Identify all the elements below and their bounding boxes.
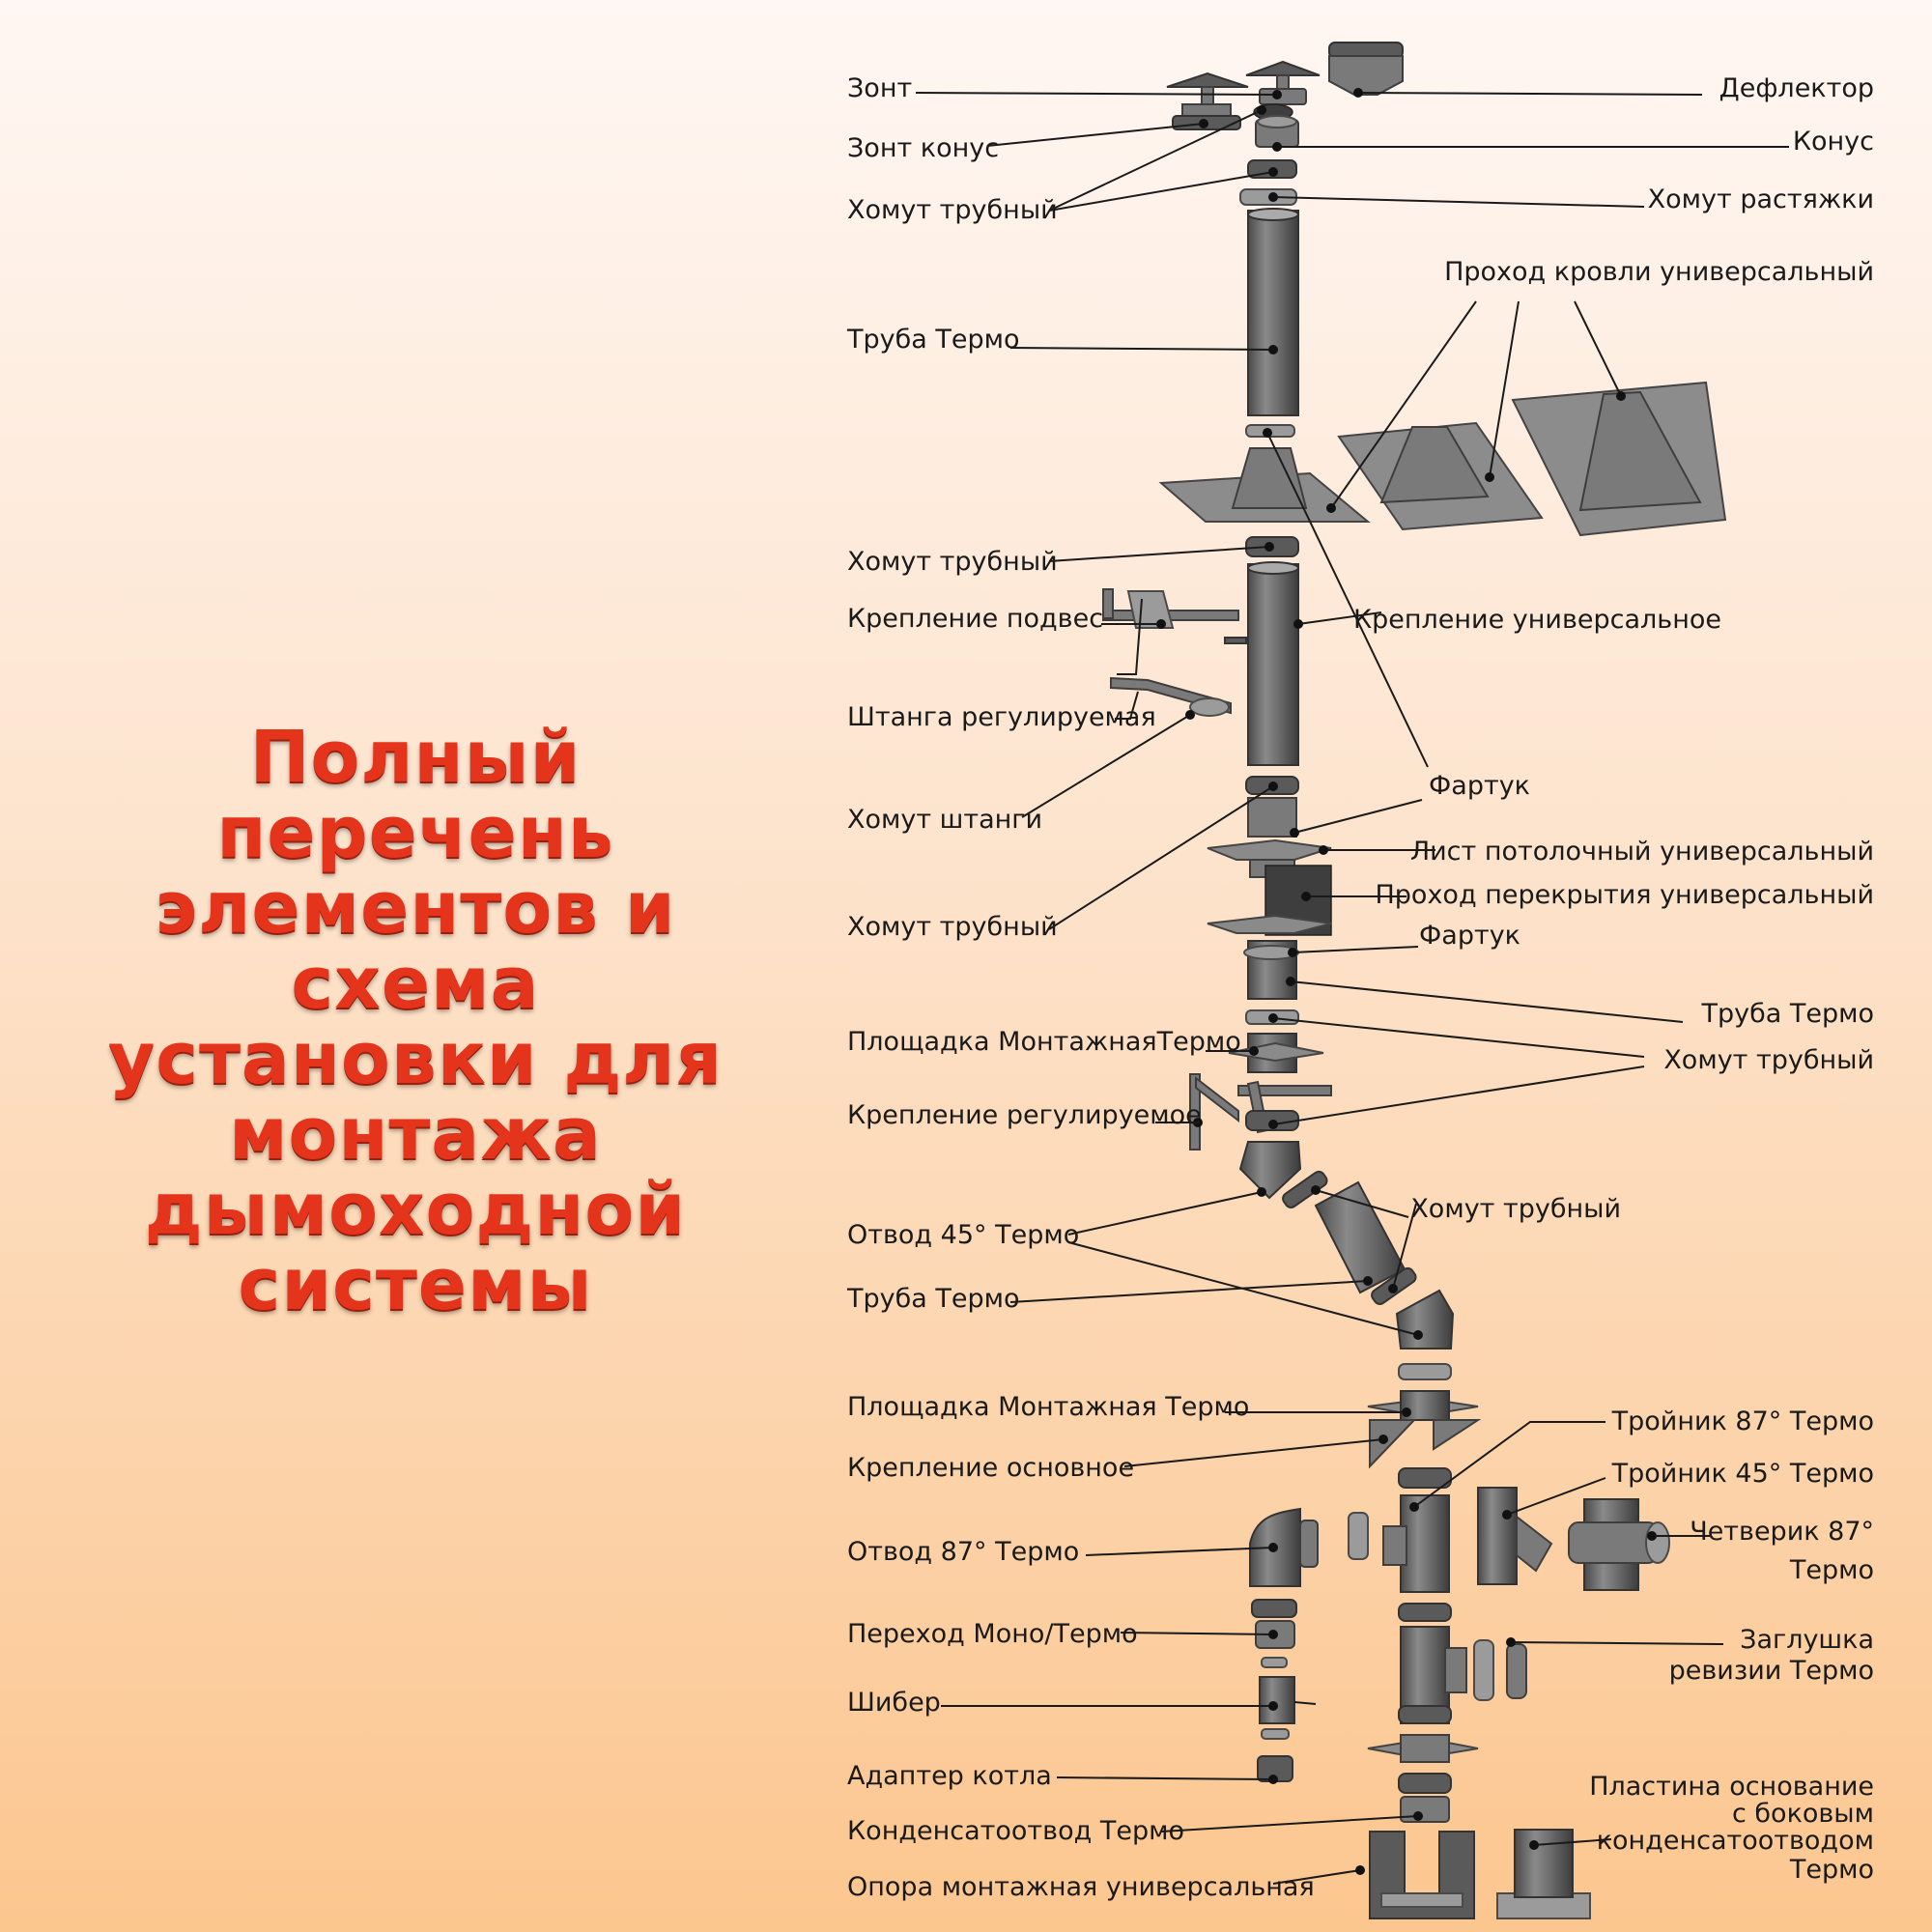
label-homut-trubny-right-2: Хомут трубный <box>1410 1194 1621 1224</box>
prohod-perekrytiya-part <box>1207 865 1332 936</box>
label-perehod: Переход Моно/Термо <box>847 1619 1138 1649</box>
label-zont: Зонт <box>847 73 912 103</box>
label-troynik87: Тройник 87° Термо <box>1611 1406 1874 1436</box>
label-homut-trubny-3: Хомут трубный <box>847 912 1058 942</box>
label-zont-konus: Зонт конус <box>847 133 999 163</box>
label-zaglushka-1: Заглушка <box>1740 1625 1874 1655</box>
label-truba-termo-right: Труба Термо <box>1700 999 1874 1029</box>
label-prohod-perekr: Проход перекрытия универсальный <box>1375 880 1874 910</box>
label-ploshadka-1: Площадка МонтажнаяТермо <box>847 1027 1241 1057</box>
deflektor-part <box>1328 42 1404 96</box>
labels-right: Дефлектор Конус Хомут растяжки Проход кр… <box>1353 73 1874 1885</box>
label-deflektor: Дефлектор <box>1719 73 1874 103</box>
label-adapter: Адаптер котла <box>847 1761 1052 1791</box>
chetverik-part <box>1568 1498 1670 1591</box>
prohod-krovli-3 <box>1511 381 1727 537</box>
title-line-4: монтажа <box>229 1093 602 1176</box>
label-shiber: Шибер <box>847 1688 941 1718</box>
title-line-3: установки для <box>107 1017 724 1100</box>
label-konus: Конус <box>1793 127 1874 156</box>
opora-part <box>1369 1831 1475 1919</box>
shtanga-part <box>1110 676 1232 717</box>
label-truba-termo-1: Труба Термо <box>846 325 1020 355</box>
page-title: Полный перечень элементов и схема устано… <box>39 720 792 1322</box>
labels-left: Зонт Зонт конус Хомут трубный Труба Терм… <box>846 73 1315 1902</box>
label-homut-trubny-1: Хомут трубный <box>847 195 1058 225</box>
prohod-krovli-2 <box>1337 421 1544 531</box>
label-fartuk-2: Фартук <box>1419 921 1520 951</box>
label-otvod45: Отвод 45° Термо <box>847 1220 1079 1250</box>
label-opora: Опора монтажная универсальная <box>847 1872 1315 1902</box>
krepl-podves-part <box>1102 588 1247 644</box>
label-krepl-reg: Крепление регулируемое <box>847 1100 1202 1130</box>
otvod45-upper <box>1238 1141 1302 1200</box>
krepl-reg-part <box>1189 1073 1332 1151</box>
label-list-potol: Лист потолочный универсальный <box>1410 837 1874 867</box>
title-line-5: дымоходной <box>144 1168 687 1251</box>
title-line-1: Полный перечень <box>216 716 614 874</box>
label-fartuk-1: Фартук <box>1429 771 1530 801</box>
label-troynik45: Тройник 45° Термо <box>1611 1459 1874 1489</box>
label-plastina-2: с боковым <box>1732 1799 1874 1829</box>
title-line-2: элементов и схема <box>155 867 676 1025</box>
truba-termo-diagonal <box>1314 1180 1406 1294</box>
label-homut-trubny-right-1: Хомут трубный <box>1663 1045 1874 1075</box>
label-plastina-4: Термо <box>1789 1855 1874 1885</box>
label-chetverik-1: Четверик 87° <box>1690 1517 1874 1547</box>
label-chetverik-2: Термо <box>1789 1555 1874 1585</box>
label-ploshadka-2: Площадка Монтажная Термо <box>847 1392 1249 1422</box>
troynik45-part <box>1477 1487 1553 1585</box>
label-plastina-1: Пластина основание <box>1589 1772 1874 1802</box>
truba-termo-top <box>1247 210 1299 416</box>
otvod45-lower <box>1395 1289 1455 1350</box>
label-shtanga: Штанга регулируемая <box>847 702 1156 732</box>
chimney-parts <box>1102 42 1727 1919</box>
label-homut-trubny-2: Хомут трубный <box>847 547 1058 577</box>
label-krepl-univ: Крепление универсальное <box>1353 605 1721 635</box>
leader-dots <box>1156 88 1657 1875</box>
shiber-part <box>1259 1676 1317 1724</box>
label-plastina-3: конденсатоотводом <box>1597 1826 1874 1856</box>
zont-part <box>1245 60 1321 105</box>
label-homut-rast: Хомут растяжки <box>1648 185 1874 214</box>
label-krepl-osn: Крепление основное <box>847 1453 1134 1483</box>
truba-termo-middle <box>1247 563 1299 766</box>
label-homut-shtangi: Хомут штанги <box>847 805 1042 835</box>
label-truba-termo-2: Труба Термо <box>846 1284 1020 1314</box>
label-zaglushka-2: ревизии Термо <box>1669 1656 1874 1686</box>
leader-lines <box>915 92 1789 1885</box>
label-kondensat: Конденсатоотвод Термо <box>847 1816 1184 1846</box>
prohod-krovli-1 <box>1158 447 1371 523</box>
zaglushka-part <box>1473 1639 1527 1701</box>
label-prohod-krovli: Проход кровли универсальный <box>1444 257 1874 287</box>
label-krepl-podves: Крепление подвес <box>847 604 1103 634</box>
title-line-6: системы <box>238 1243 593 1326</box>
label-otvod87: Отвод 87° Термо <box>847 1537 1079 1567</box>
troynik87-part <box>1400 1494 1450 1593</box>
plastina-part <box>1496 1829 1591 1919</box>
